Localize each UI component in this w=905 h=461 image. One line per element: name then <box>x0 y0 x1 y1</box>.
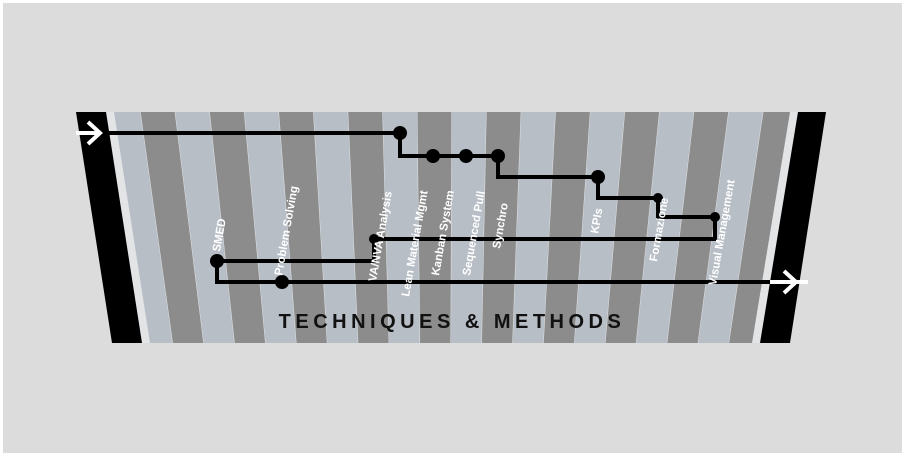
stripe <box>279 112 328 343</box>
node-formazione <box>653 193 663 203</box>
route-nodes <box>210 126 720 289</box>
node-visual-management <box>710 212 720 222</box>
visual-management-loop-line <box>374 217 717 241</box>
node-sequenced-pull <box>459 149 473 163</box>
stripe <box>636 112 695 343</box>
node-smed <box>210 254 224 268</box>
stripe <box>574 112 625 343</box>
node-va-nva <box>369 234 379 244</box>
node-kpis <box>591 170 605 184</box>
formazione-branch-line <box>656 198 715 219</box>
stripe <box>417 112 452 343</box>
label-smed: SMED <box>211 218 229 253</box>
post-edge <box>106 112 150 343</box>
arrow-in-icon <box>76 120 103 146</box>
stripe <box>543 112 591 343</box>
arrow-out-icon <box>770 269 808 295</box>
node-lean-material <box>393 126 407 140</box>
post-edge <box>752 112 798 343</box>
stripe <box>175 112 235 343</box>
node-kanban <box>426 149 440 163</box>
stripe <box>481 112 522 343</box>
node-problem-solving <box>275 275 289 289</box>
stripe <box>382 112 421 343</box>
stripe <box>348 112 390 343</box>
stripe <box>313 112 359 343</box>
stripe <box>667 112 729 343</box>
left-post <box>76 112 142 343</box>
stripe <box>698 112 764 343</box>
node-synchro <box>491 149 505 163</box>
stripe <box>451 112 487 343</box>
stripe <box>140 112 204 343</box>
diagram-title: TECHNIQUES & METHODS <box>279 311 626 333</box>
right-post <box>760 112 826 343</box>
stripe-band <box>106 111 799 344</box>
stripe <box>209 112 266 343</box>
label-kpis: KPIs <box>589 207 605 234</box>
stripe <box>605 112 660 343</box>
stripe <box>512 112 556 343</box>
